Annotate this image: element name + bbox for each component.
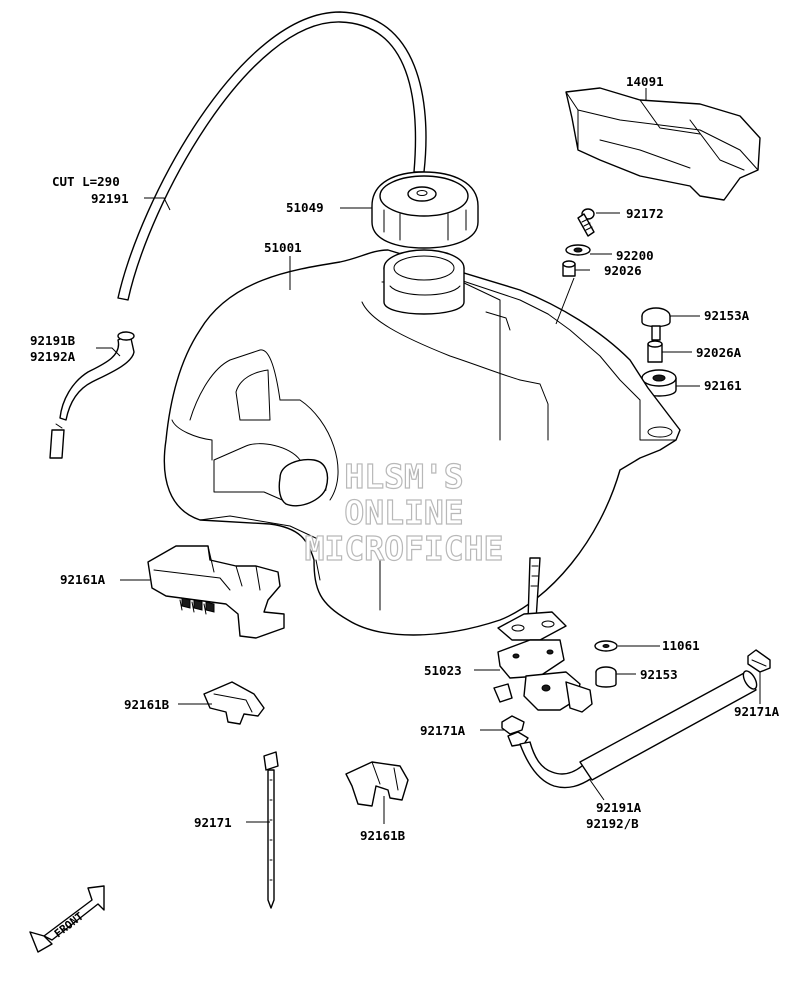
label-cut-note: CUT L=290 — [52, 174, 120, 189]
cover-14091 — [565, 87, 761, 201]
label-92171A-mid: 92171A — [420, 723, 466, 738]
label-92161B-left: 92161B — [124, 697, 170, 712]
watermark-line1: HLSM'S — [344, 457, 463, 496]
clamp-92171A-mid — [501, 715, 529, 747]
bolt-92153 — [595, 666, 617, 688]
label-11061: 11061 — [662, 638, 700, 653]
cable-tie-92171 — [263, 751, 279, 909]
leader-lines — [96, 88, 761, 824]
washer-92200 — [565, 244, 591, 256]
label-92161B-bottom: 92161B — [360, 828, 406, 843]
label-92026: 92026 — [604, 263, 642, 278]
label-92192A: 92192A — [30, 349, 76, 364]
bracket-92161A — [147, 545, 285, 639]
part-labels: 14091 CUT L=290 92191 51049 92172 51001 … — [30, 74, 780, 843]
label-92192B: 92192/B — [586, 816, 639, 831]
label-92153A: 92153A — [704, 308, 750, 323]
watermark-line2: ONLINE — [344, 493, 463, 532]
label-92171: 92171 — [194, 815, 232, 830]
collar-92026 — [562, 260, 576, 277]
label-92191B: 92191B — [30, 333, 76, 348]
label-92171A-right: 92171A — [734, 704, 780, 719]
label-92200: 92200 — [616, 248, 654, 263]
hose-92191B — [49, 331, 135, 459]
label-92191: 92191 — [91, 191, 129, 206]
label-51001: 51001 — [264, 240, 302, 255]
fuel-tank-51001 — [163, 249, 681, 636]
fuel-cap-51049 — [371, 171, 479, 249]
clip-92161B-left — [203, 681, 265, 725]
bolt-92153A — [641, 307, 671, 341]
front-arrow: FRONT — [29, 885, 105, 953]
watermark-line3: MICROFICHE — [305, 529, 504, 568]
clamp-92171A-right — [747, 649, 771, 673]
label-92172: 92172 — [626, 206, 664, 221]
screw-92172 — [577, 208, 595, 237]
label-92161A: 92161A — [60, 572, 106, 587]
label-92161: 92161 — [704, 378, 742, 393]
label-51023: 51023 — [424, 663, 462, 678]
fuel-hose-92191A — [519, 670, 758, 789]
label-51049: 51049 — [286, 200, 324, 215]
watermark: HLSM'S ONLINE MICROFICHE — [304, 456, 504, 568]
label-92026A: 92026A — [696, 345, 742, 360]
label-92153: 92153 — [640, 667, 678, 682]
fuel-tap-51023 — [493, 557, 593, 713]
washer-11061 — [594, 640, 618, 652]
label-14091: 14091 — [626, 74, 664, 89]
clip-92161B-bottom — [345, 761, 409, 807]
front-label: FRONT — [52, 910, 86, 941]
collar-92026A — [647, 340, 663, 363]
label-92191A: 92191A — [596, 800, 642, 815]
